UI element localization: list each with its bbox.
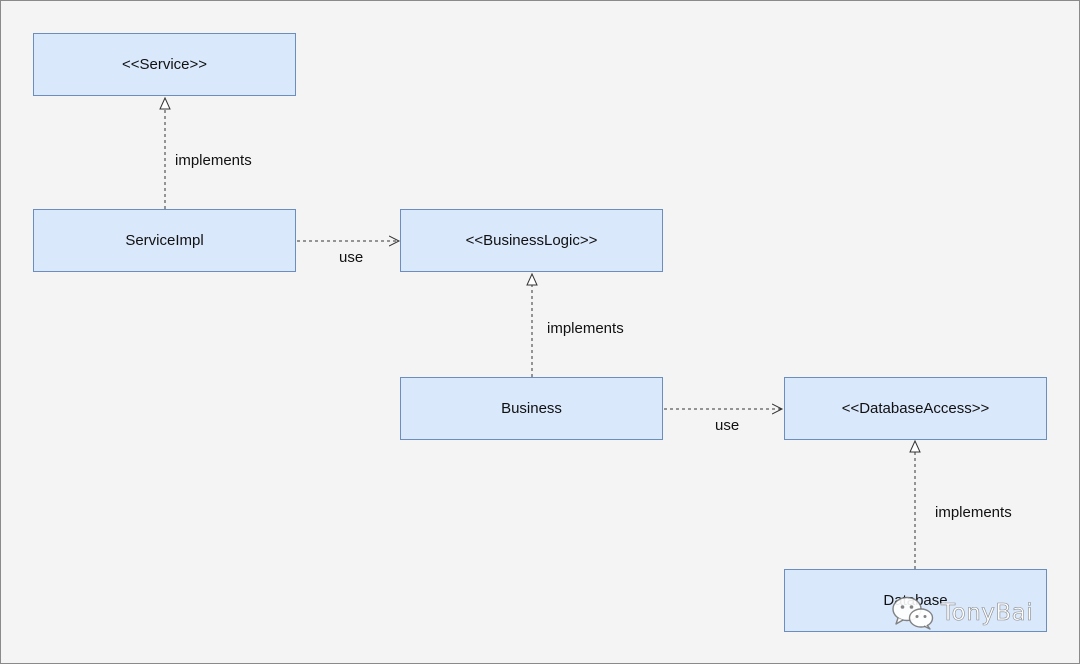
watermark-text: TonyBai <box>941 600 1034 627</box>
realization-arrowhead-database-access <box>909 439 921 453</box>
database-access-interface-box[interactable]: <<DatabaseAccess>> <box>784 377 1047 440</box>
database-access-interface-label: <<DatabaseAccess>> <box>841 400 990 417</box>
wechat-icon <box>892 596 934 630</box>
service-impl-label: ServiceImpl <box>125 232 204 249</box>
service-impl-box[interactable]: ServiceImpl <box>33 209 296 272</box>
edge-label-use-database-access: use <box>715 417 740 434</box>
edge-label-use-business-logic: use <box>339 249 364 266</box>
edge-label-implements-service: implements <box>175 152 252 169</box>
edge-label-implements-business-logic: implements <box>547 320 624 337</box>
service-interface-label: <<Service>> <box>121 56 208 73</box>
business-logic-interface-box[interactable]: <<BusinessLogic>> <box>400 209 663 272</box>
business-label: Business <box>501 400 562 417</box>
realization-arrowhead-business-logic <box>526 272 538 286</box>
business-box[interactable]: Business <box>400 377 663 440</box>
watermark: TonyBai <box>891 595 1033 631</box>
service-interface-box[interactable]: <<Service>> <box>33 33 296 96</box>
business-logic-interface-label: <<BusinessLogic>> <box>465 232 598 249</box>
realization-arrowhead-service <box>159 96 171 110</box>
edge-label-implements-database-access: implements <box>935 504 1012 521</box>
